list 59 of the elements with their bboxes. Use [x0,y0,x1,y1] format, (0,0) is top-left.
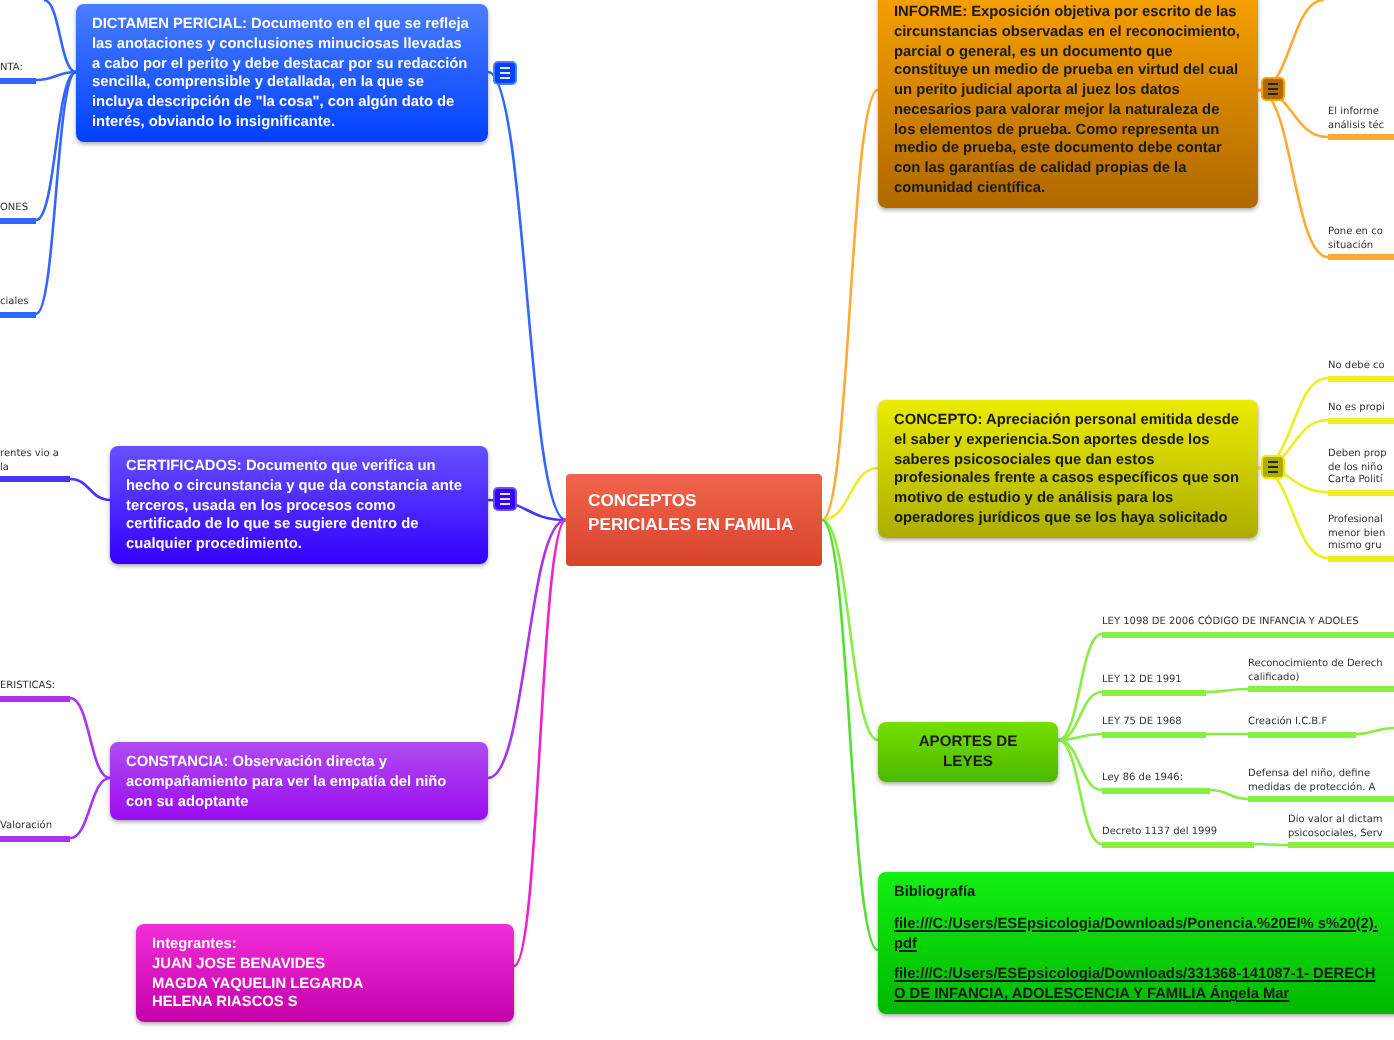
subtopic-underline [0,296,36,317]
subtopic-underline [0,202,36,223]
subtopic-underline [1248,658,1394,692]
subtopic-underline [1248,768,1394,802]
topic-box [136,924,514,1023]
branch-line [1257,376,1329,470]
subtopic-underline [1328,402,1394,423]
subtopic-underline [0,820,70,841]
branch-line [69,477,111,502]
subtopic-underline [0,680,70,701]
branch-line [1257,466,1329,560]
branch-line [487,518,567,780]
branch-line [35,71,77,315]
central-topic-box [566,474,822,566]
branch-line [1257,0,1325,92]
subtopic-underline [1102,826,1254,847]
subtopic-underline [1248,716,1356,737]
branch-line [1209,788,1249,801]
subtopic-underline [1328,514,1394,561]
branch-line [821,518,879,742]
branch-line [69,696,111,780]
branch-line [820,89,880,521]
subtopic-underline [1102,716,1206,737]
subtopic-underline [1328,360,1394,381]
branch-line [1057,690,1103,742]
branch-line [821,466,879,522]
branch-line [1206,687,1248,694]
subtopic-underline [1102,616,1394,637]
subtopic-underline [1102,674,1206,695]
topic-box [878,872,1394,1014]
subtopic-underline [0,62,36,83]
topic-text: CONCEPTOS PERICIALES EN FAMILIA [588,490,794,534]
branch-line [69,776,111,840]
topic-box [76,4,488,142]
subtopic-underline [1328,448,1394,495]
branch-line [487,498,567,522]
branch-line [35,70,77,82]
branch-line [35,70,77,222]
branch-line [1057,732,1103,742]
topic-box [878,400,1258,538]
topic-box [110,742,488,821]
branch-line [1057,738,1103,792]
subtopic-underline [1102,772,1210,793]
branch-line [1355,726,1394,736]
branch-line [1057,738,1103,846]
subtopic-underline [0,448,70,482]
branch-line [820,519,880,951]
subtopic-underline [1328,226,1394,260]
topic-box [878,722,1058,783]
topic-box [110,446,488,564]
branch-line [1257,88,1329,259]
branch-line [487,71,567,521]
branch-line [1057,632,1103,742]
branch-line [43,0,77,74]
subtopic-underline [1288,814,1394,848]
branch-line [1254,842,1288,847]
subtopic-underline [1328,106,1394,140]
branch-line [512,519,568,967]
branch-line [1206,732,1248,736]
